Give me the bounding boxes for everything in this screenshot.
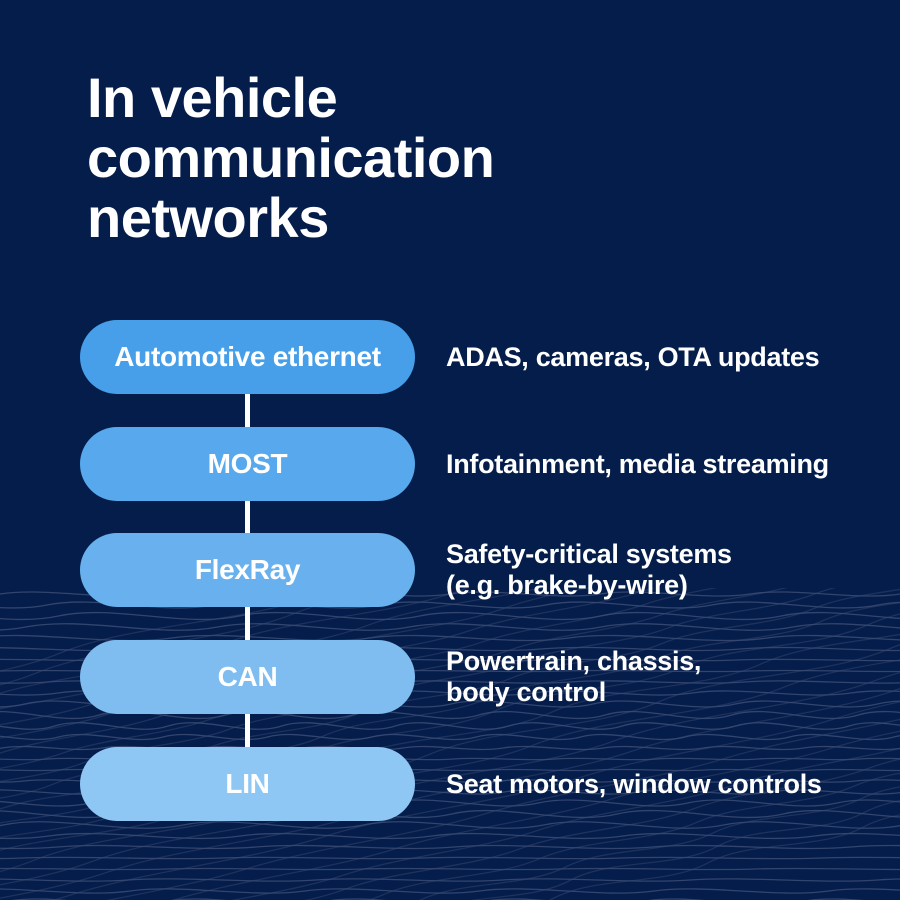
network-pill-lin: LIN: [80, 747, 415, 821]
network-row-flexray: FlexRay Safety-critical systems (e.g. br…: [0, 533, 900, 607]
network-row-most: MOST Infotainment, media streaming: [0, 427, 900, 501]
wave-pattern-background: [0, 588, 900, 900]
row-description: ADAS, cameras, OTA updates: [446, 341, 820, 372]
pill-label: FlexRay: [194, 554, 301, 585]
pill-label: CAN: [217, 661, 278, 692]
row-description: Safety-critical systems (e.g. brake-by-w…: [446, 539, 732, 600]
pill-label: Automotive ethernet: [114, 341, 381, 372]
pill-label: MOST: [207, 448, 288, 479]
network-row-automotive-ethernet: Automotive ethernet ADAS, cameras, OTA u…: [0, 320, 900, 394]
network-row-can: CAN Powertrain, chassis, body control: [0, 640, 900, 714]
network-pill-can: CAN: [80, 640, 415, 714]
row-description: Infotainment, media streaming: [446, 448, 829, 479]
network-pill-most: MOST: [80, 427, 415, 501]
pill-label: LIN: [225, 768, 270, 799]
page-title: In vehicle communication networks: [87, 66, 495, 249]
row-description: Powertrain, chassis, body control: [446, 646, 702, 707]
network-pill-flexray: FlexRay: [80, 533, 415, 607]
row-description: Seat motors, window controls: [446, 768, 822, 799]
network-row-lin: LIN Seat motors, window controls: [0, 747, 900, 821]
network-pill-automotive-ethernet: Automotive ethernet: [80, 320, 415, 394]
